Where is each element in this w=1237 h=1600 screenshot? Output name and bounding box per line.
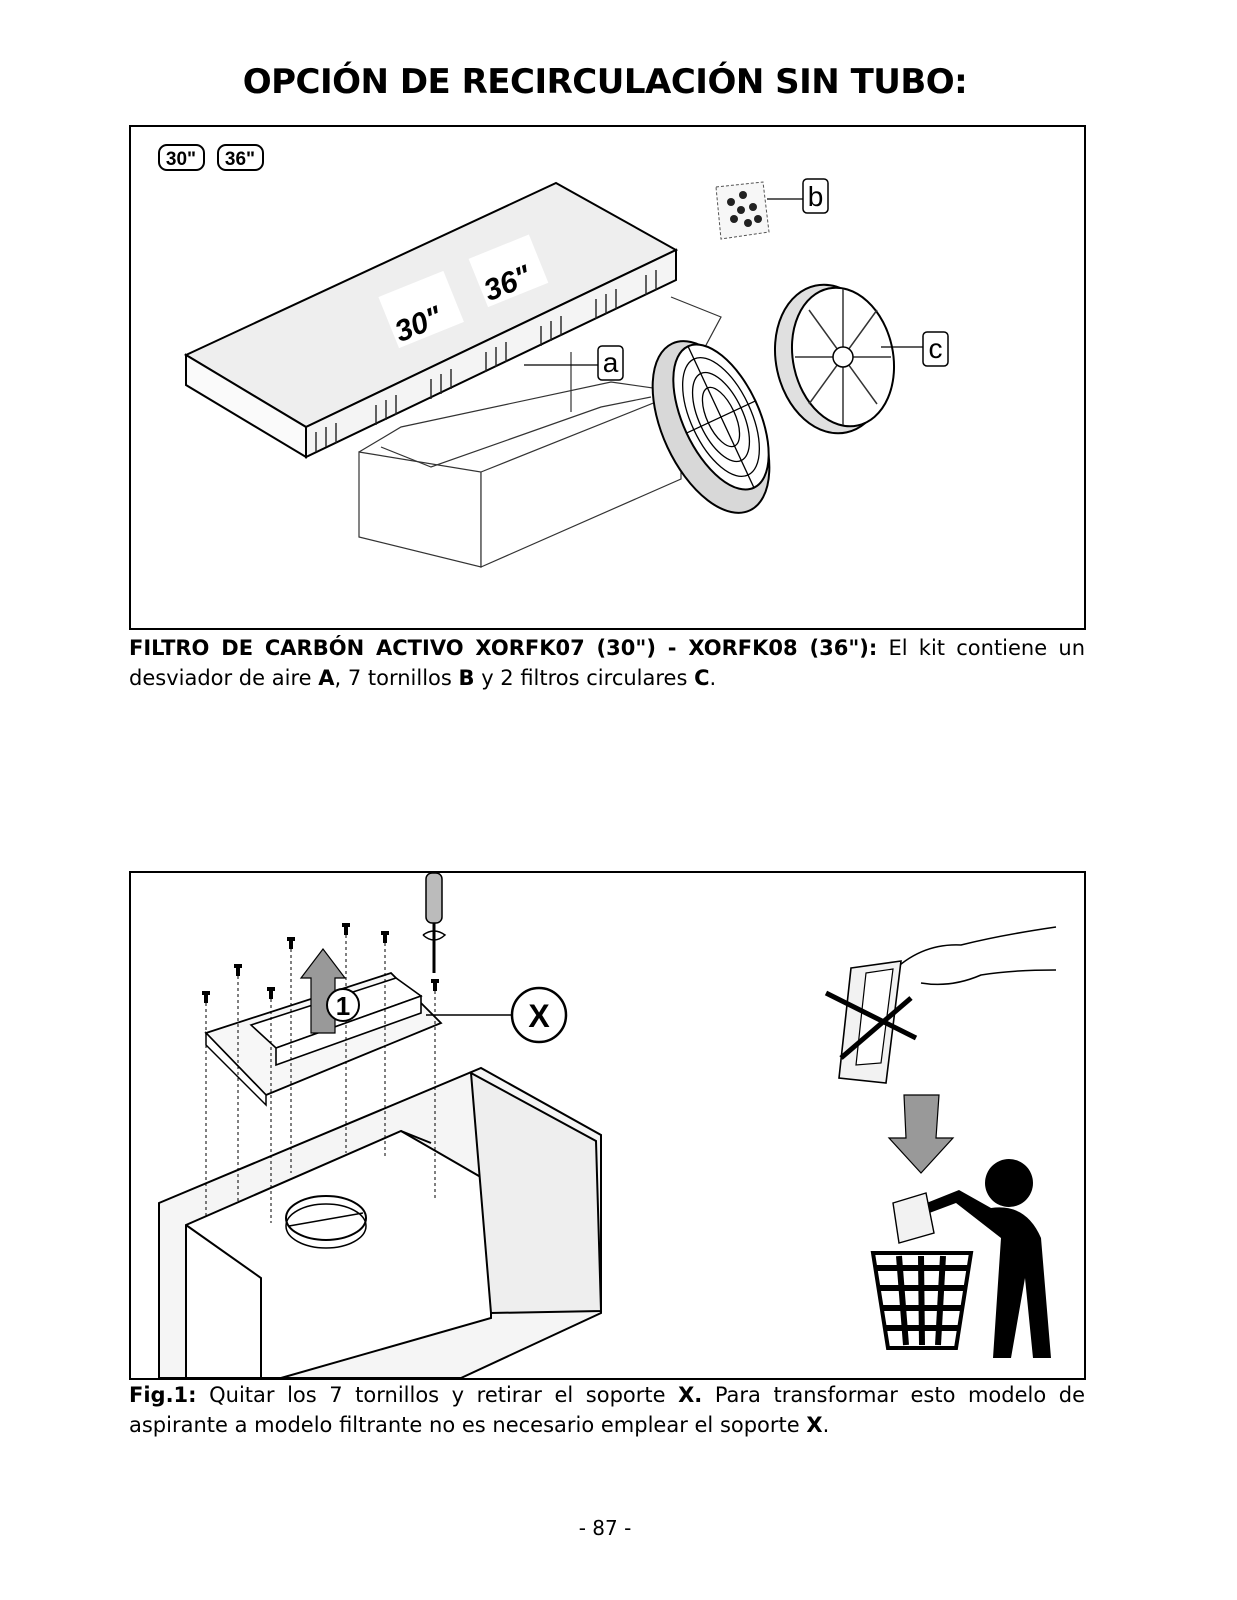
trash-disposal-icon (870, 1159, 1051, 1358)
removal-illustration: 1 X (158, 873, 1057, 1378)
round-outlet (285, 1195, 367, 1249)
kit-illustration: 30" 36" (158, 144, 949, 568)
air-deflector-panel: 30" 36" (183, 181, 679, 459)
svg-text:36": 36" (225, 149, 255, 170)
svg-text:1: 1 (336, 991, 350, 1021)
figure-remove-support: 1 X (129, 871, 1086, 1380)
screwdriver-icon (422, 873, 447, 973)
callout-c: c (922, 331, 949, 367)
circular-carbon-filter (773, 283, 896, 435)
svg-text:b: b (808, 181, 824, 212)
figure-carbon-filter-kit: 30" 36" (129, 125, 1086, 630)
support-bracket (204, 971, 443, 1107)
page-number: - 87 - (578, 1516, 632, 1540)
size-badge-30: 30" (158, 144, 205, 171)
callout-x: X (510, 986, 568, 1044)
down-arrow-icon (887, 1094, 955, 1174)
size-badge-36: 36" (217, 144, 264, 171)
circular-filter-grille (651, 340, 771, 514)
callout-a: a (597, 345, 624, 381)
figure-caption: Fig.1: Quitar los 7 tornillos y retirar … (129, 1383, 1086, 1437)
step-number-badge: 1 (326, 988, 360, 1022)
hand-holding-support-icon (838, 926, 1057, 1084)
callout-b: b (802, 178, 829, 214)
svg-text:a: a (603, 347, 619, 378)
kit-model-heading: FILTRO DE CARBÓN ACTIVO XORFK07 (30") - … (129, 636, 878, 660)
screws-pack (715, 181, 770, 240)
kit-description-caption: FILTRO DE CARBÓN ACTIVO XORFK07 (30") - … (129, 636, 1086, 690)
svg-text:30": 30" (166, 149, 196, 170)
page-title: OPCIÓN DE RECIRCULACIÓN SIN TUBO: (242, 62, 968, 102)
svg-text:X: X (528, 998, 550, 1034)
packaging-box (358, 296, 722, 568)
cross-out-icon (824, 990, 918, 1060)
hood-body (158, 1066, 603, 1378)
screw-guide-lines (205, 935, 436, 1223)
screws (202, 923, 439, 1003)
svg-text:c: c (929, 333, 943, 364)
